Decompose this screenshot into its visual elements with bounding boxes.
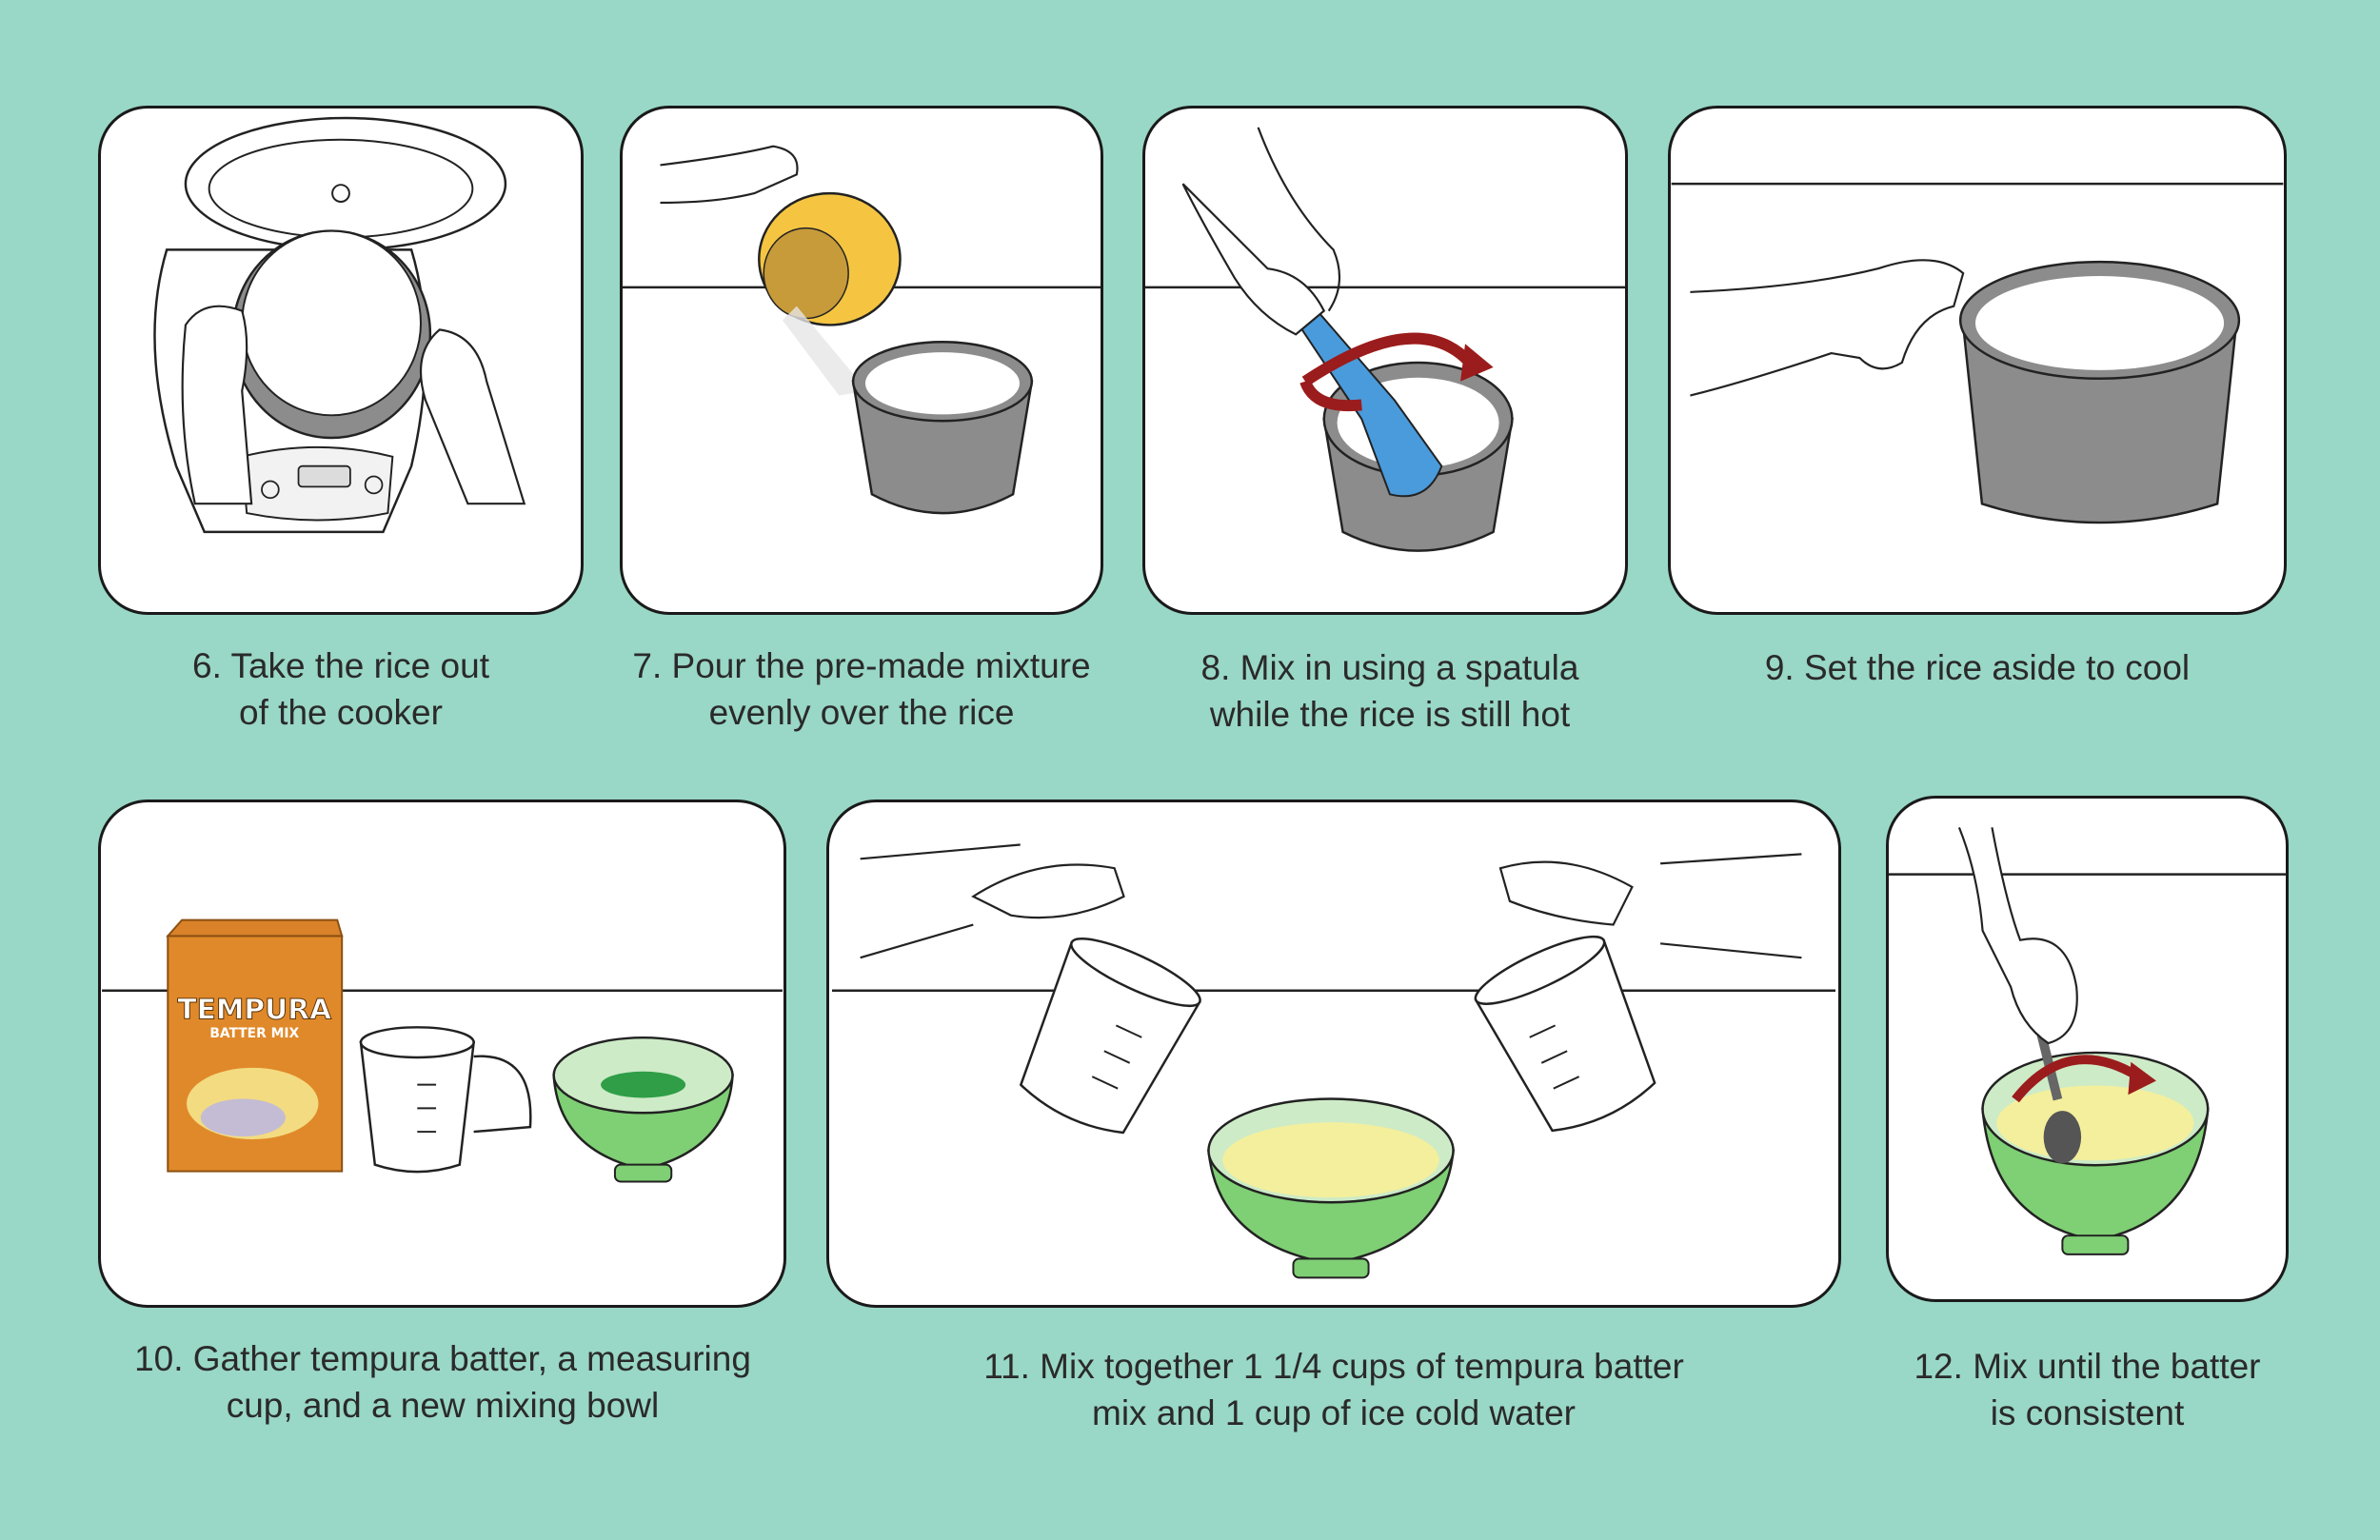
left-measuring-cup xyxy=(1019,938,1201,1135)
left-hand xyxy=(181,305,253,505)
step-7-line2: evenly over the rice xyxy=(708,693,1015,732)
rice-cooker-illustration xyxy=(153,116,526,534)
right-measuring-cup xyxy=(1474,935,1656,1133)
stirring-hand xyxy=(1181,183,1326,336)
stir-arrow xyxy=(2012,1055,2140,1103)
step-8-panel xyxy=(1142,106,1628,615)
step-6-panel xyxy=(98,106,584,615)
pouring-hand xyxy=(660,145,799,205)
cooling-rice-illustration xyxy=(1671,182,2284,524)
cooker-lid xyxy=(184,116,507,251)
ingredients-illustration: TEMPURA BATTER MIX xyxy=(102,918,783,1183)
rice-pot xyxy=(1961,324,2238,524)
step-11-panel xyxy=(826,800,1841,1308)
stirring-hand xyxy=(1957,826,2078,1045)
step-6-caption: 6. Take the rice out of the cooker xyxy=(98,642,584,736)
mix-spatula-illustration xyxy=(1145,127,1625,552)
right-hand xyxy=(1498,860,1634,926)
step-8-line1: 8. Mix in using a spatula xyxy=(1200,648,1579,687)
right-hand xyxy=(419,328,526,505)
step-9-line1: 9. Set the rice aside to cool xyxy=(1764,648,2191,687)
left-hand xyxy=(971,863,1125,919)
step-7-caption: 7. Pour the pre-made mixture evenly over… xyxy=(590,642,1133,736)
spatula xyxy=(1284,295,1443,498)
step-11-line2: mix and 1 cup of ice cold water xyxy=(1092,1393,1576,1432)
combine-ingredients-illustration xyxy=(831,843,1836,1279)
step-6-line2: of the cooker xyxy=(239,693,443,732)
step-8-line2: while the rice is still hot xyxy=(1209,695,1571,734)
measuring-cup xyxy=(359,1040,476,1174)
step-9-caption: 9. Set the rice aside to cool xyxy=(1668,644,2287,691)
step-10-caption: 10. Gather tempura batter, a measuring c… xyxy=(76,1335,809,1429)
step-12-panel xyxy=(1886,796,2289,1302)
step-12-caption: 12. Mix until the batter is consistent xyxy=(1866,1343,2309,1436)
step-11-caption: 11. Mix together 1 1/4 cups of tempura b… xyxy=(826,1343,1841,1436)
step-12-line1: 12. Mix until the batter xyxy=(1914,1347,2261,1386)
step-10-line2: cup, and a new mixing bowl xyxy=(226,1386,660,1425)
box-sub: BATTER MIX xyxy=(209,1026,299,1041)
step-7-line1: 7. Pour the pre-made mixture xyxy=(632,646,1091,685)
step-6-line1: 6. Take the rice out xyxy=(192,646,489,685)
pour-mixture-illustration xyxy=(623,145,1101,515)
step-8-caption: 8. Mix in using a spatula while the rice… xyxy=(1142,644,1637,738)
mix-batter-illustration xyxy=(1889,826,2286,1255)
box-brand: TEMPURA xyxy=(177,992,331,1025)
step-10-line1: 10. Gather tempura batter, a measuring xyxy=(134,1339,751,1378)
step-12-line2: is consistent xyxy=(1990,1393,2185,1432)
step-9-panel xyxy=(1668,106,2287,615)
step-11-line1: 11. Mix together 1 1/4 cups of tempura b… xyxy=(983,1347,1684,1386)
holding-hand xyxy=(1690,259,1965,397)
stir-arrow xyxy=(1301,332,1475,386)
step-7-panel xyxy=(620,106,1103,615)
step-10-panel: TEMPURA BATTER MIX xyxy=(98,800,786,1308)
